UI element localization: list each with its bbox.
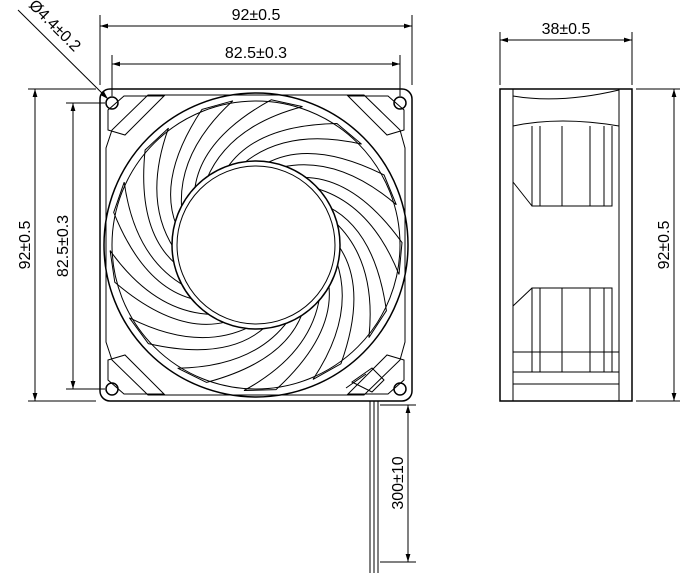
mounting-hole-br — [393, 382, 407, 396]
fan-blade — [301, 176, 403, 275]
mounting-hole-tr — [393, 96, 407, 110]
side-top-blade-profile — [512, 89, 620, 207]
side-bottom-blade-profile — [512, 287, 619, 385]
fan-blade — [128, 317, 268, 351]
fan-blade — [327, 205, 387, 338]
fan-hub-inner — [176, 165, 336, 325]
dim-thickness: 38±0.5 — [542, 21, 591, 38]
side-view: 38±0.5 92±0.5 — [499, 21, 680, 402]
corner-gusset-br — [346, 354, 405, 395]
dim-overall-width: 92±0.5 — [232, 7, 281, 24]
fan-blade — [177, 311, 304, 383]
fan-blade — [243, 281, 330, 391]
dim-hole-spacing-height: 82.5±0.3 — [55, 215, 72, 277]
corner-gusset-tl — [107, 95, 166, 136]
mounting-hole-bl — [105, 382, 119, 396]
fan-frame-outer — [99, 88, 413, 402]
front-view: 92±0.5 82.5±0.3 92±0.5 82.5±0.3 Ø4.4±0.2… — [17, 0, 416, 573]
dim-side-height: 92±0.5 — [656, 220, 673, 269]
dim-hole-diameter: Ø4.4±0.2 — [25, 0, 84, 55]
fan-blade — [109, 250, 229, 325]
side-body — [499, 88, 633, 402]
venturi-outer — [103, 92, 409, 398]
mounting-hole-tl — [105, 96, 119, 110]
fan-frame-inner — [105, 94, 406, 396]
dim-cable-length: 300±10 — [390, 456, 407, 509]
fan-blade — [312, 243, 355, 380]
fan-blade — [193, 99, 303, 192]
dim-overall-height: 92±0.5 — [17, 220, 34, 269]
fan-blade — [143, 127, 178, 266]
wire-channel — [345, 367, 385, 393]
dim-hole-spacing-width: 82.5±0.3 — [225, 45, 287, 62]
fan-blades — [109, 99, 403, 391]
dim-line-hole-diameter — [17, 9, 109, 100]
fan-blade — [264, 152, 397, 206]
fan-blade — [225, 122, 362, 170]
corner-gusset-tr — [346, 95, 405, 136]
fan-blade — [170, 100, 234, 227]
corner-gusset-bl — [107, 354, 166, 395]
venturi-inner — [111, 100, 401, 390]
fan-blade — [113, 182, 196, 301]
